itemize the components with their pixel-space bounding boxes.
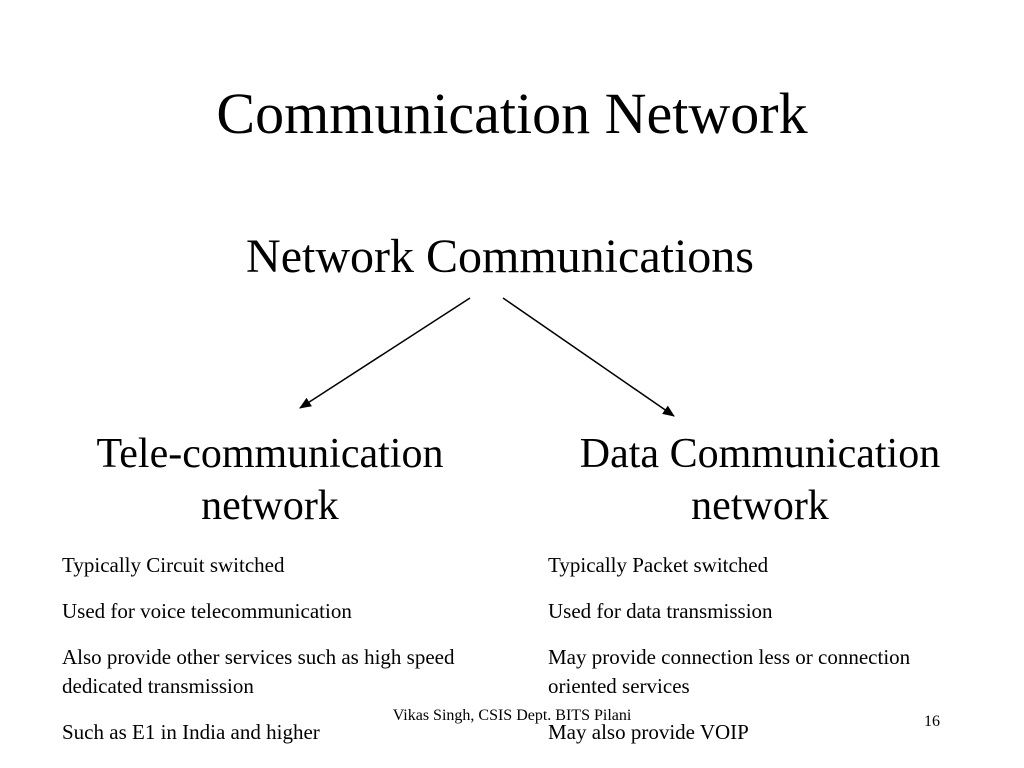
data-points-list: Typically Packet switched Used for data … [548,551,978,764]
arrow-to-telecom [299,297,471,409]
data-network-heading: Data Communication network [540,428,980,532]
data-heading-line1: Data Communication [579,431,941,477]
slide-footer: Vikas Singh, CSIS Dept. BITS Pilani [392,707,632,724]
telecom-heading-line2: network [201,483,339,529]
data-heading-line2: network [691,483,829,529]
list-item: Typically Packet switched [548,553,769,577]
page-number: 16 [924,713,940,730]
list-item: Used for voice telecommunication [62,599,352,623]
list-item: Used for data transmission [548,599,773,623]
list-item: Also provide other services such as high… [62,645,455,698]
telecom-points-list: Typically Circuit switched Used for voic… [62,551,502,764]
slide-title: Communication Network [216,81,808,146]
list-item: May provide connection less or connectio… [548,645,911,698]
telecom-heading-line1: Tele-communication [96,431,444,477]
list-item: Typically Circuit switched [62,553,285,577]
list-item: Such as E1 in India and higher [62,720,320,744]
diagram-root-label: Network Communications [246,230,754,283]
list-item: May also provide VOIP [548,720,749,744]
arrow-to-data [502,297,675,417]
telecom-network-heading: Tele-communication network [60,428,480,532]
